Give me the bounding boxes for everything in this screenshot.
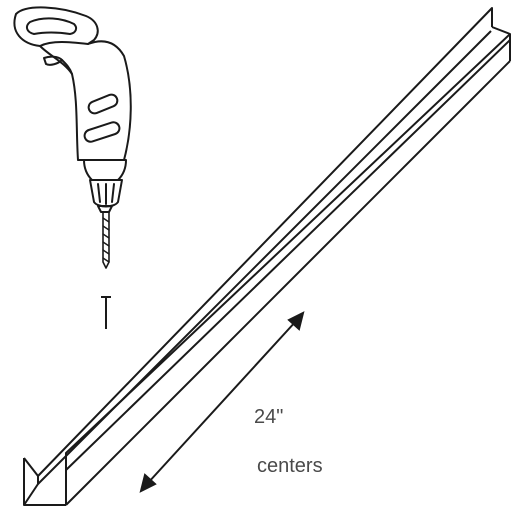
spacing-value-label: 24" [254, 406, 283, 428]
dimension-arrow [139, 311, 305, 493]
channel-strip [23, 7, 511, 506]
power-drill-icon [13, 6, 132, 269]
screw-icon [101, 296, 111, 329]
spacing-unit-label: centers [257, 455, 323, 477]
